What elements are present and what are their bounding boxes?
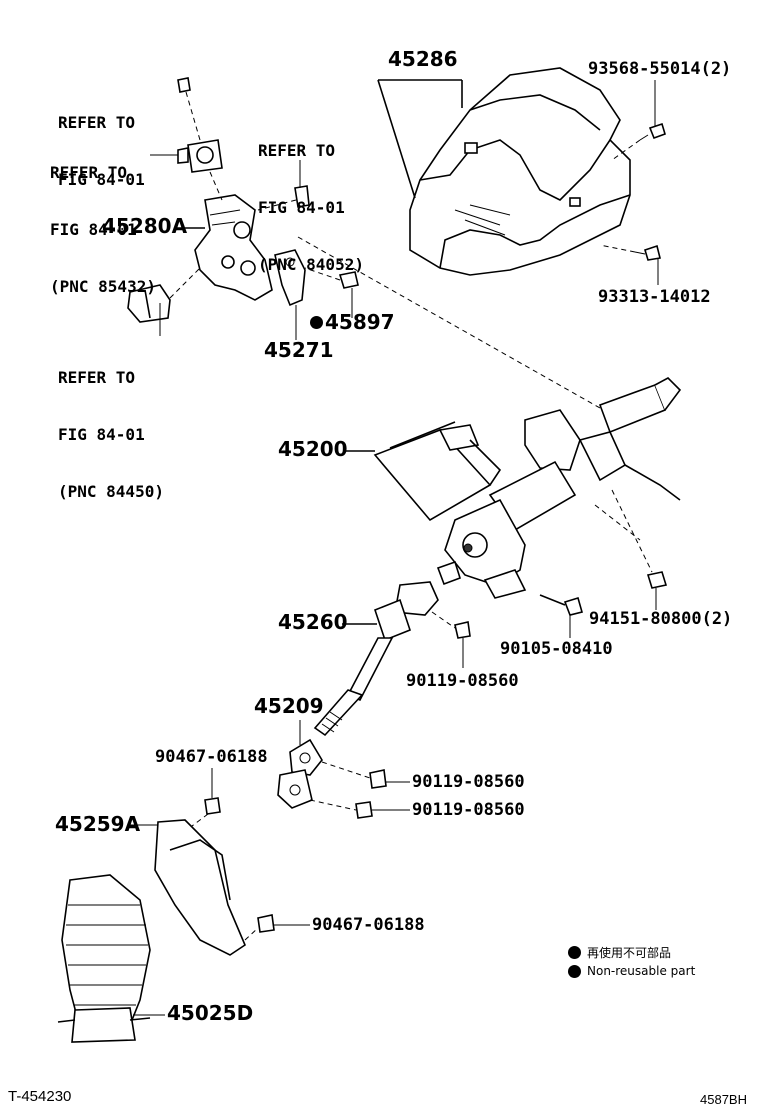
part-label-45271: 45271	[264, 338, 334, 362]
ref-callout-b: REFER TO FIG 84-01 (PNC 85432)	[50, 125, 156, 315]
clip-90467-a-drawing	[204, 797, 221, 815]
footer-right-code: 4587BH	[700, 1092, 747, 1107]
ref-d-line-3: (PNC 84450)	[58, 482, 164, 501]
bolt-90105-drawing	[539, 594, 583, 616]
lock-housing-drawing	[194, 194, 273, 301]
ref-d-line-1: REFER TO	[58, 368, 136, 387]
part-label-45260: 45260	[278, 610, 348, 634]
ref-b-line-3: (PNC 85432)	[50, 277, 156, 296]
part-label-93313: 93313-14012	[598, 287, 711, 307]
ref-callout-c: REFER TO FIG 84-01 (PNC 84052)	[258, 103, 364, 293]
legend-jp-marker-icon	[568, 946, 581, 959]
motor-drawing	[373, 421, 502, 522]
part-label-90119-a: 90119-08560	[406, 671, 519, 691]
non-reusable-marker-icon	[310, 316, 323, 329]
universal-joint-drawing	[277, 738, 323, 809]
ref-callout-a: REFER TO FIG 84-01	[58, 75, 145, 208]
part-label-90467-b: 90467-06188	[312, 915, 425, 935]
ref-c-line-1: REFER TO	[258, 141, 336, 160]
part-label-90467-a: 90467-06188	[155, 747, 268, 767]
screw-93568-drawing	[639, 122, 666, 141]
ref-c-line-2: FIG 84-01	[258, 198, 345, 217]
ref-b-line-2: FIG 84-01	[50, 220, 137, 239]
connector-84052-drawing	[294, 185, 310, 208]
nut-94151-drawing	[646, 571, 668, 589]
ref-a-line-1: REFER TO	[58, 113, 136, 132]
bracket-45271-drawing	[274, 249, 306, 307]
legend-en-text: Non-reusable part	[587, 964, 696, 978]
part-label-90105: 90105-08410	[500, 639, 613, 659]
legend-jp: 再使用不可部品	[568, 944, 671, 961]
part-label-90119-b: 90119-08560	[412, 772, 525, 792]
part-label-93568: 93568-55014(2)	[588, 59, 732, 79]
bolt-45897-drawing	[338, 271, 359, 289]
part-label-45025D: 45025D	[167, 1001, 254, 1025]
bolt-90119-a-drawing	[454, 621, 471, 639]
footer-left-code: T-454230	[8, 1088, 72, 1105]
ref-callout-d: REFER TO FIG 84-01 (PNC 84450)	[58, 330, 164, 520]
key-switch-drawing	[177, 139, 223, 173]
boot-drawing	[57, 874, 151, 1043]
ref-a-line-2: FIG 84-01	[58, 170, 145, 189]
part-label-45259A: 45259A	[55, 812, 141, 836]
bolt-90119-b-drawing	[369, 769, 387, 789]
part-label-45280A: 45280A	[102, 214, 188, 238]
part-label-45209: 45209	[254, 694, 324, 718]
screw-top-drawing	[177, 77, 191, 93]
part-label-45897: 45897	[310, 310, 395, 334]
intermediate-shaft-drawing	[313, 581, 439, 737]
screw-93313-drawing	[634, 244, 661, 261]
legend-jp-text: 再使用不可部品	[587, 946, 672, 960]
legend-en-marker-icon	[568, 964, 581, 978]
legend-en: Non-reusable part	[568, 964, 695, 978]
steering-column-drawing	[436, 377, 682, 599]
ref-d-line-2: FIG 84-01	[58, 425, 145, 444]
bolt-90119-c-drawing	[355, 801, 373, 819]
part-label-45897-text: 45897	[325, 310, 395, 334]
part-label-45200: 45200	[278, 437, 348, 461]
column-hole-cover-drawing	[154, 819, 246, 956]
ref-b-line-1: REFER TO	[50, 163, 128, 182]
column-cover-drawing	[409, 67, 631, 276]
clip-90467-b-drawing	[257, 914, 275, 933]
part-label-90119-c: 90119-08560	[412, 800, 525, 820]
ref-c-line-3: (PNC 84052)	[258, 255, 364, 274]
part-label-45286: 45286	[388, 47, 458, 71]
part-label-94151: 94151-80800(2)	[589, 609, 733, 629]
